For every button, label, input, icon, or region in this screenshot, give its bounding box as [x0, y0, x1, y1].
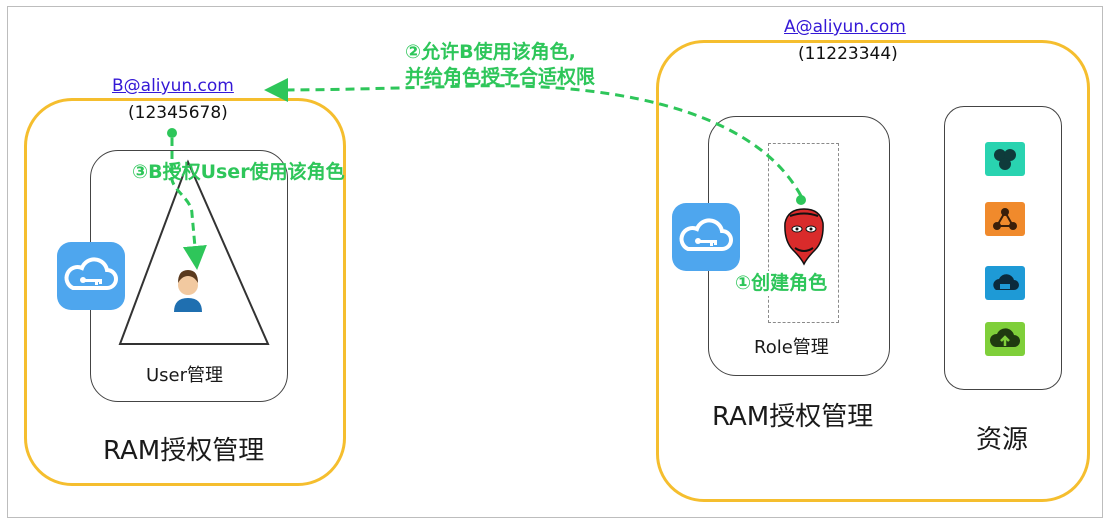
service-cluster-icon	[985, 142, 1025, 176]
network-nodes-icon	[985, 202, 1025, 236]
account-b-id: (12345678)	[128, 103, 228, 123]
account-b-box	[24, 98, 346, 486]
role-dashed-column	[768, 143, 839, 323]
user-mgmt-label: User管理	[146, 365, 224, 386]
step2-line2: 并给角色授予合适权限	[405, 66, 596, 88]
cloud-storage-icon	[985, 266, 1025, 300]
b-ram-cloud-icon	[57, 242, 125, 310]
cloud-upload-icon	[985, 322, 1025, 356]
account-a-box	[656, 40, 1090, 502]
account-a-email[interactable]: A@aliyun.com	[780, 17, 910, 37]
step2-line1: ②允许B使用该角色,	[405, 41, 576, 63]
step2-label: ②允许B使用该角色, 并给角色授予合适权限	[405, 40, 595, 90]
b-ram-label: RAM授权管理	[103, 436, 265, 466]
a-ram-label: RAM授权管理	[712, 402, 874, 432]
account-b-email[interactable]: B@aliyun.com	[108, 76, 238, 96]
a-ram-cloud-icon	[672, 203, 740, 271]
account-a-id: (11223344)	[798, 44, 898, 64]
resources-label: 资源	[976, 425, 1029, 455]
role-mgmt-label: Role管理	[754, 337, 829, 358]
step3-label: ③B授权User使用该角色	[132, 161, 345, 183]
step1-label: ①创建角色	[735, 271, 828, 296]
